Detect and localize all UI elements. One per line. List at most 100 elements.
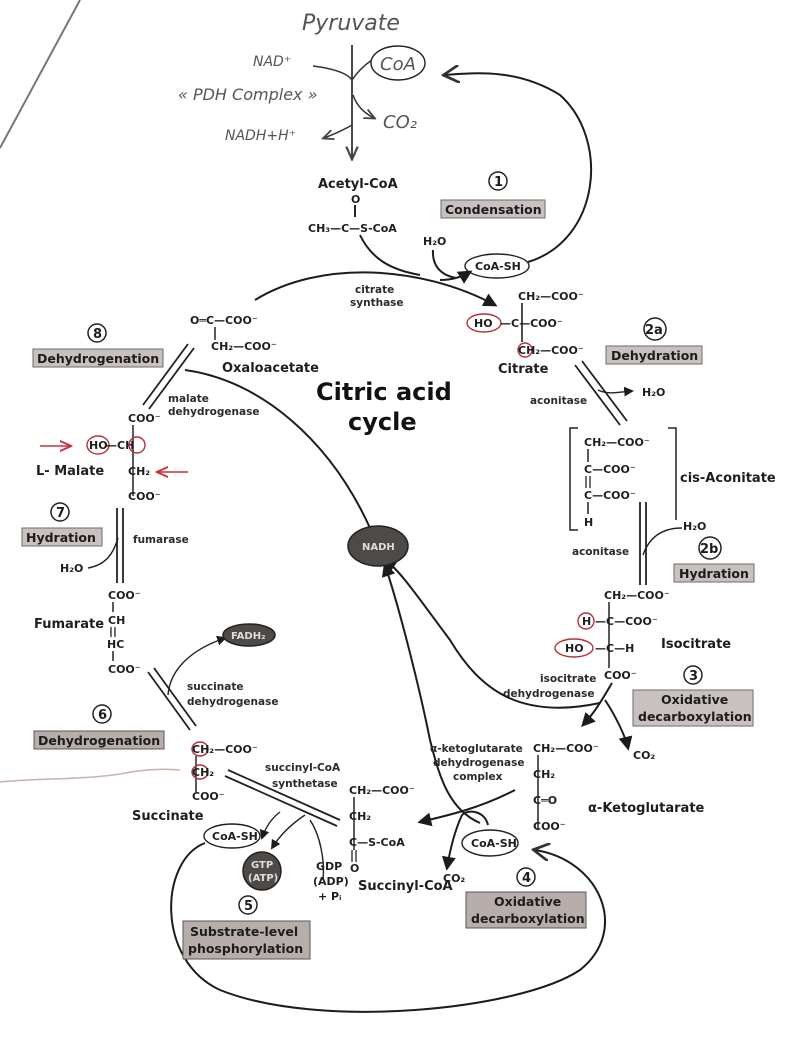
isocitrate-ho-highlight — [554, 638, 594, 658]
atp-label: (ATP) — [248, 873, 278, 884]
malate-ho-highlight — [86, 435, 110, 455]
malate-dh-1: malate — [168, 393, 209, 405]
citrate-synthase-2: synthase — [350, 297, 404, 309]
nad-plus-label: NAD⁺ — [253, 54, 291, 70]
step-8-number: 8 — [93, 327, 102, 342]
coa-handwritten-label: CoA — [380, 54, 416, 75]
coa-recycle-arrow — [445, 73, 593, 263]
step-8-label: Dehydrogenation — [37, 351, 159, 366]
alpha-ketoglutarate: CH₂—COO⁻ CH₂ C═O COO⁻ α-Ketoglutarate — [533, 742, 705, 833]
succinyl-coa: CH₂—COO⁻ CH₂ C—S-CoA O Succinyl-CoA — [349, 784, 453, 894]
step-2a-label: Dehydration — [611, 348, 698, 363]
aconitase-label-2: aconitase — [572, 546, 629, 558]
step-7-label: Hydration — [26, 530, 96, 545]
coa-sh-step4: CoA-SH — [471, 837, 517, 850]
diagram-title-line1: Citric acid — [316, 378, 452, 406]
step-6-number: 6 — [98, 708, 107, 723]
h2o-step7: H₂O — [60, 562, 83, 575]
coa-handwritten-oval — [370, 45, 426, 81]
step-4: 4 Oxidative decarboxylation — [465, 867, 587, 929]
akg-name: α-Ketoglutarate — [588, 801, 705, 816]
succinate-dh-1: succinate — [187, 681, 243, 693]
step-8: 8 Dehydrogenation — [32, 323, 164, 368]
succinyl-coa-synthetase-1: succinyl-CoA — [265, 762, 341, 774]
isocitrate-r3: —C—H — [595, 642, 634, 655]
citrate-r3: CH₂—COO⁻ — [518, 344, 584, 357]
citrate: CH₂—COO⁻ HO —C—COO⁻ CH₂—COO⁻ Citrate — [466, 290, 584, 377]
pyruvate-label: Pyruvate — [302, 11, 400, 36]
cis-aconitate-r4: H — [584, 516, 593, 529]
isocitrate-r1: CH₂—COO⁻ — [604, 589, 670, 602]
step-3-label-line2: decarboxylation — [638, 709, 752, 724]
citrate-ho-highlight — [466, 313, 502, 333]
akg-r4: COO⁻ — [533, 820, 566, 833]
oxaloacetate-r2: CH₂—COO⁻ — [211, 340, 277, 353]
gtp-label: GTP — [251, 860, 273, 871]
succinyl-coa-synthetase-2: synthetase — [272, 778, 338, 790]
nadh-label: NADH — [362, 542, 395, 553]
akg-dh-1: α-ketoglutarate — [430, 743, 523, 755]
fumarate-r4: COO⁻ — [108, 663, 141, 676]
fumarase-label: fumarase — [133, 534, 189, 546]
cis-aconitate-name: cis-Aconitate — [680, 471, 776, 486]
step-6-label: Dehydrogenation — [38, 733, 160, 748]
step-6: 6 Dehydrogenation — [33, 704, 165, 750]
adp-label: (ADP) — [313, 875, 349, 888]
isocitrate-dh-to-nadh-line — [382, 558, 601, 709]
succinate-h-highlight-1 — [191, 741, 209, 757]
step-5-label-line1: Substrate-level — [190, 924, 298, 939]
citrate-synthase-1: citrate — [355, 284, 394, 296]
isocitrate-name: Isocitrate — [661, 637, 731, 652]
co2-step3: CO₂ — [633, 749, 655, 762]
fadh2-label: FADH₂ — [231, 631, 265, 642]
step-3-number: 3 — [689, 669, 698, 684]
gdp-label: GDP — [316, 860, 342, 873]
citrate-r2-ho: HO — [474, 317, 493, 330]
acetyl-coa-formula: CH₃—C—S-CoA — [308, 222, 397, 235]
step-2b-label: Hydration — [679, 566, 749, 581]
malate-h-highlight — [128, 436, 146, 454]
akg-dh-to-nadh-line — [381, 562, 481, 824]
aconitase-arrow-1 — [574, 360, 634, 426]
isocitrate-dh-1: isocitrate — [540, 673, 596, 685]
cis-aconitate-r2: C—COO⁻ — [584, 463, 636, 476]
succinyl-coa-r4: O — [350, 862, 359, 875]
malate-dh-2: dehydrogenase — [168, 406, 259, 418]
fadh2-oval — [222, 623, 276, 647]
malate-r2-ho: HO — [89, 439, 108, 452]
akg-r3: C═O — [533, 794, 557, 807]
isocitrate-to-akg-arrow — [581, 682, 613, 728]
isocitrate-r2: —C—COO⁻ — [595, 615, 658, 628]
step-4-label-line2: decarboxylation — [471, 911, 585, 926]
pdh-complex-label: « PDH Complex » — [178, 85, 317, 104]
akg-r1: CH₂—COO⁻ — [533, 742, 599, 755]
cis-aconitate-r1: CH₂—COO⁻ — [584, 436, 650, 449]
pi-label: + Pᵢ — [318, 890, 342, 903]
step-2b-number: 2b — [700, 542, 718, 557]
co2-handwritten-label: CO₂ — [383, 112, 417, 133]
malate-r2: —CH — [106, 439, 134, 452]
coa-sh-oval-step4 — [461, 829, 519, 857]
citrate-r1: CH₂—COO⁻ — [518, 290, 584, 303]
malate-dh-to-nadh-line — [184, 369, 371, 529]
oxaloacetate-name: Oxaloacetate — [222, 361, 319, 376]
fumarate-r1: COO⁻ — [108, 589, 141, 602]
oxaloacetate-r1: O═C—COO⁻ — [190, 314, 258, 327]
acetyl-coa-name: Acetyl-CoA — [318, 177, 398, 192]
acetyl-coa: Acetyl-CoA O CH₃—C—S-CoA — [308, 177, 398, 235]
h2o-step2b: H₂O — [683, 520, 706, 533]
isocitrate-h-highlight — [577, 612, 595, 630]
step-3-label-line1: Oxidative — [661, 692, 728, 707]
succinate-name: Succinate — [132, 809, 204, 824]
h2o-step2a: H₂O — [642, 386, 665, 399]
step-5: 5 Substrate-level phosphorylation — [182, 895, 311, 960]
fumarase-arrow — [87, 508, 124, 583]
succinate-r3: COO⁻ — [192, 790, 225, 803]
akg-dh-2: dehydrogenase — [433, 757, 524, 769]
step-3: 3 Oxidative decarboxylation — [632, 665, 754, 727]
coa-sh-step5: CoA-SH — [212, 830, 258, 843]
step-7-number: 7 — [56, 506, 65, 521]
acetyl-coa-oxygen: O — [351, 193, 360, 206]
akg-to-succinylcoa-arrow — [417, 789, 516, 827]
